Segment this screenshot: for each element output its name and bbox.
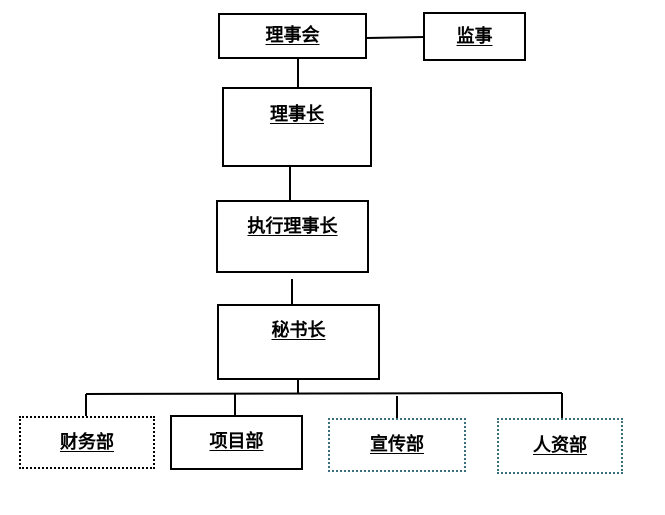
connector-board-supervisor: [366, 36, 425, 39]
supervisor-box: 监事: [423, 12, 526, 61]
chairman-label: 理事长: [270, 104, 324, 125]
department-projects-box: 项目部: [170, 415, 303, 470]
department-hr-box: 人资部: [497, 418, 623, 474]
department-publicity-box: 宣传部: [328, 418, 466, 472]
connector-department-bar: [85, 392, 563, 395]
department-finance-box: 财务部: [19, 416, 155, 469]
board-box: 理事会: [218, 13, 367, 59]
secretary-general-label: 秘书长: [271, 320, 326, 341]
secretary-general-box: 秘书长: [217, 304, 380, 380]
department-projects-label: 项目部: [209, 431, 264, 452]
department-publicity-label: 宣传部: [370, 434, 424, 455]
executive-chairman-label: 执行理事长: [247, 216, 338, 237]
department-finance-label: 财务部: [60, 431, 114, 453]
supervisor-label: 监事: [456, 25, 493, 47]
executive-chairman-box: 执行理事长: [216, 200, 369, 273]
chairman-box: 理事长: [222, 87, 372, 167]
board-label: 理事会: [265, 25, 320, 46]
department-hr-label: 人资部: [533, 435, 587, 456]
